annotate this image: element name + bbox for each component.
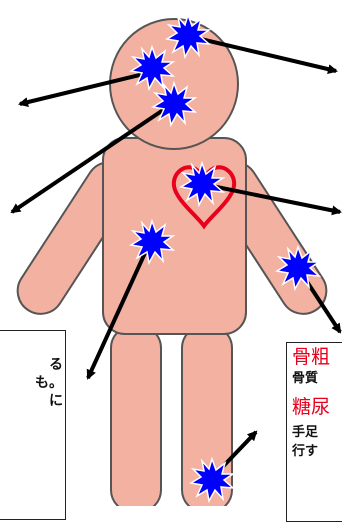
left-callout-line-2: も。	[0, 375, 63, 391]
right-callout-text-3: 行す	[292, 444, 318, 460]
right-callout-text-2: 手足	[292, 425, 318, 441]
left-callout-line-3: に	[0, 393, 63, 409]
right-callout-text-1: 骨質	[292, 371, 318, 387]
right-callout-heading-2: 糖尿	[292, 396, 330, 418]
left-leg	[111, 326, 161, 506]
right-callout: 骨粗 骨質 糖尿 手足 行す	[286, 342, 342, 522]
right-callout-heading-1: 骨粗	[292, 346, 330, 368]
left-callout: る も。 に	[0, 330, 66, 520]
left-callout-line-1: る	[0, 357, 63, 373]
